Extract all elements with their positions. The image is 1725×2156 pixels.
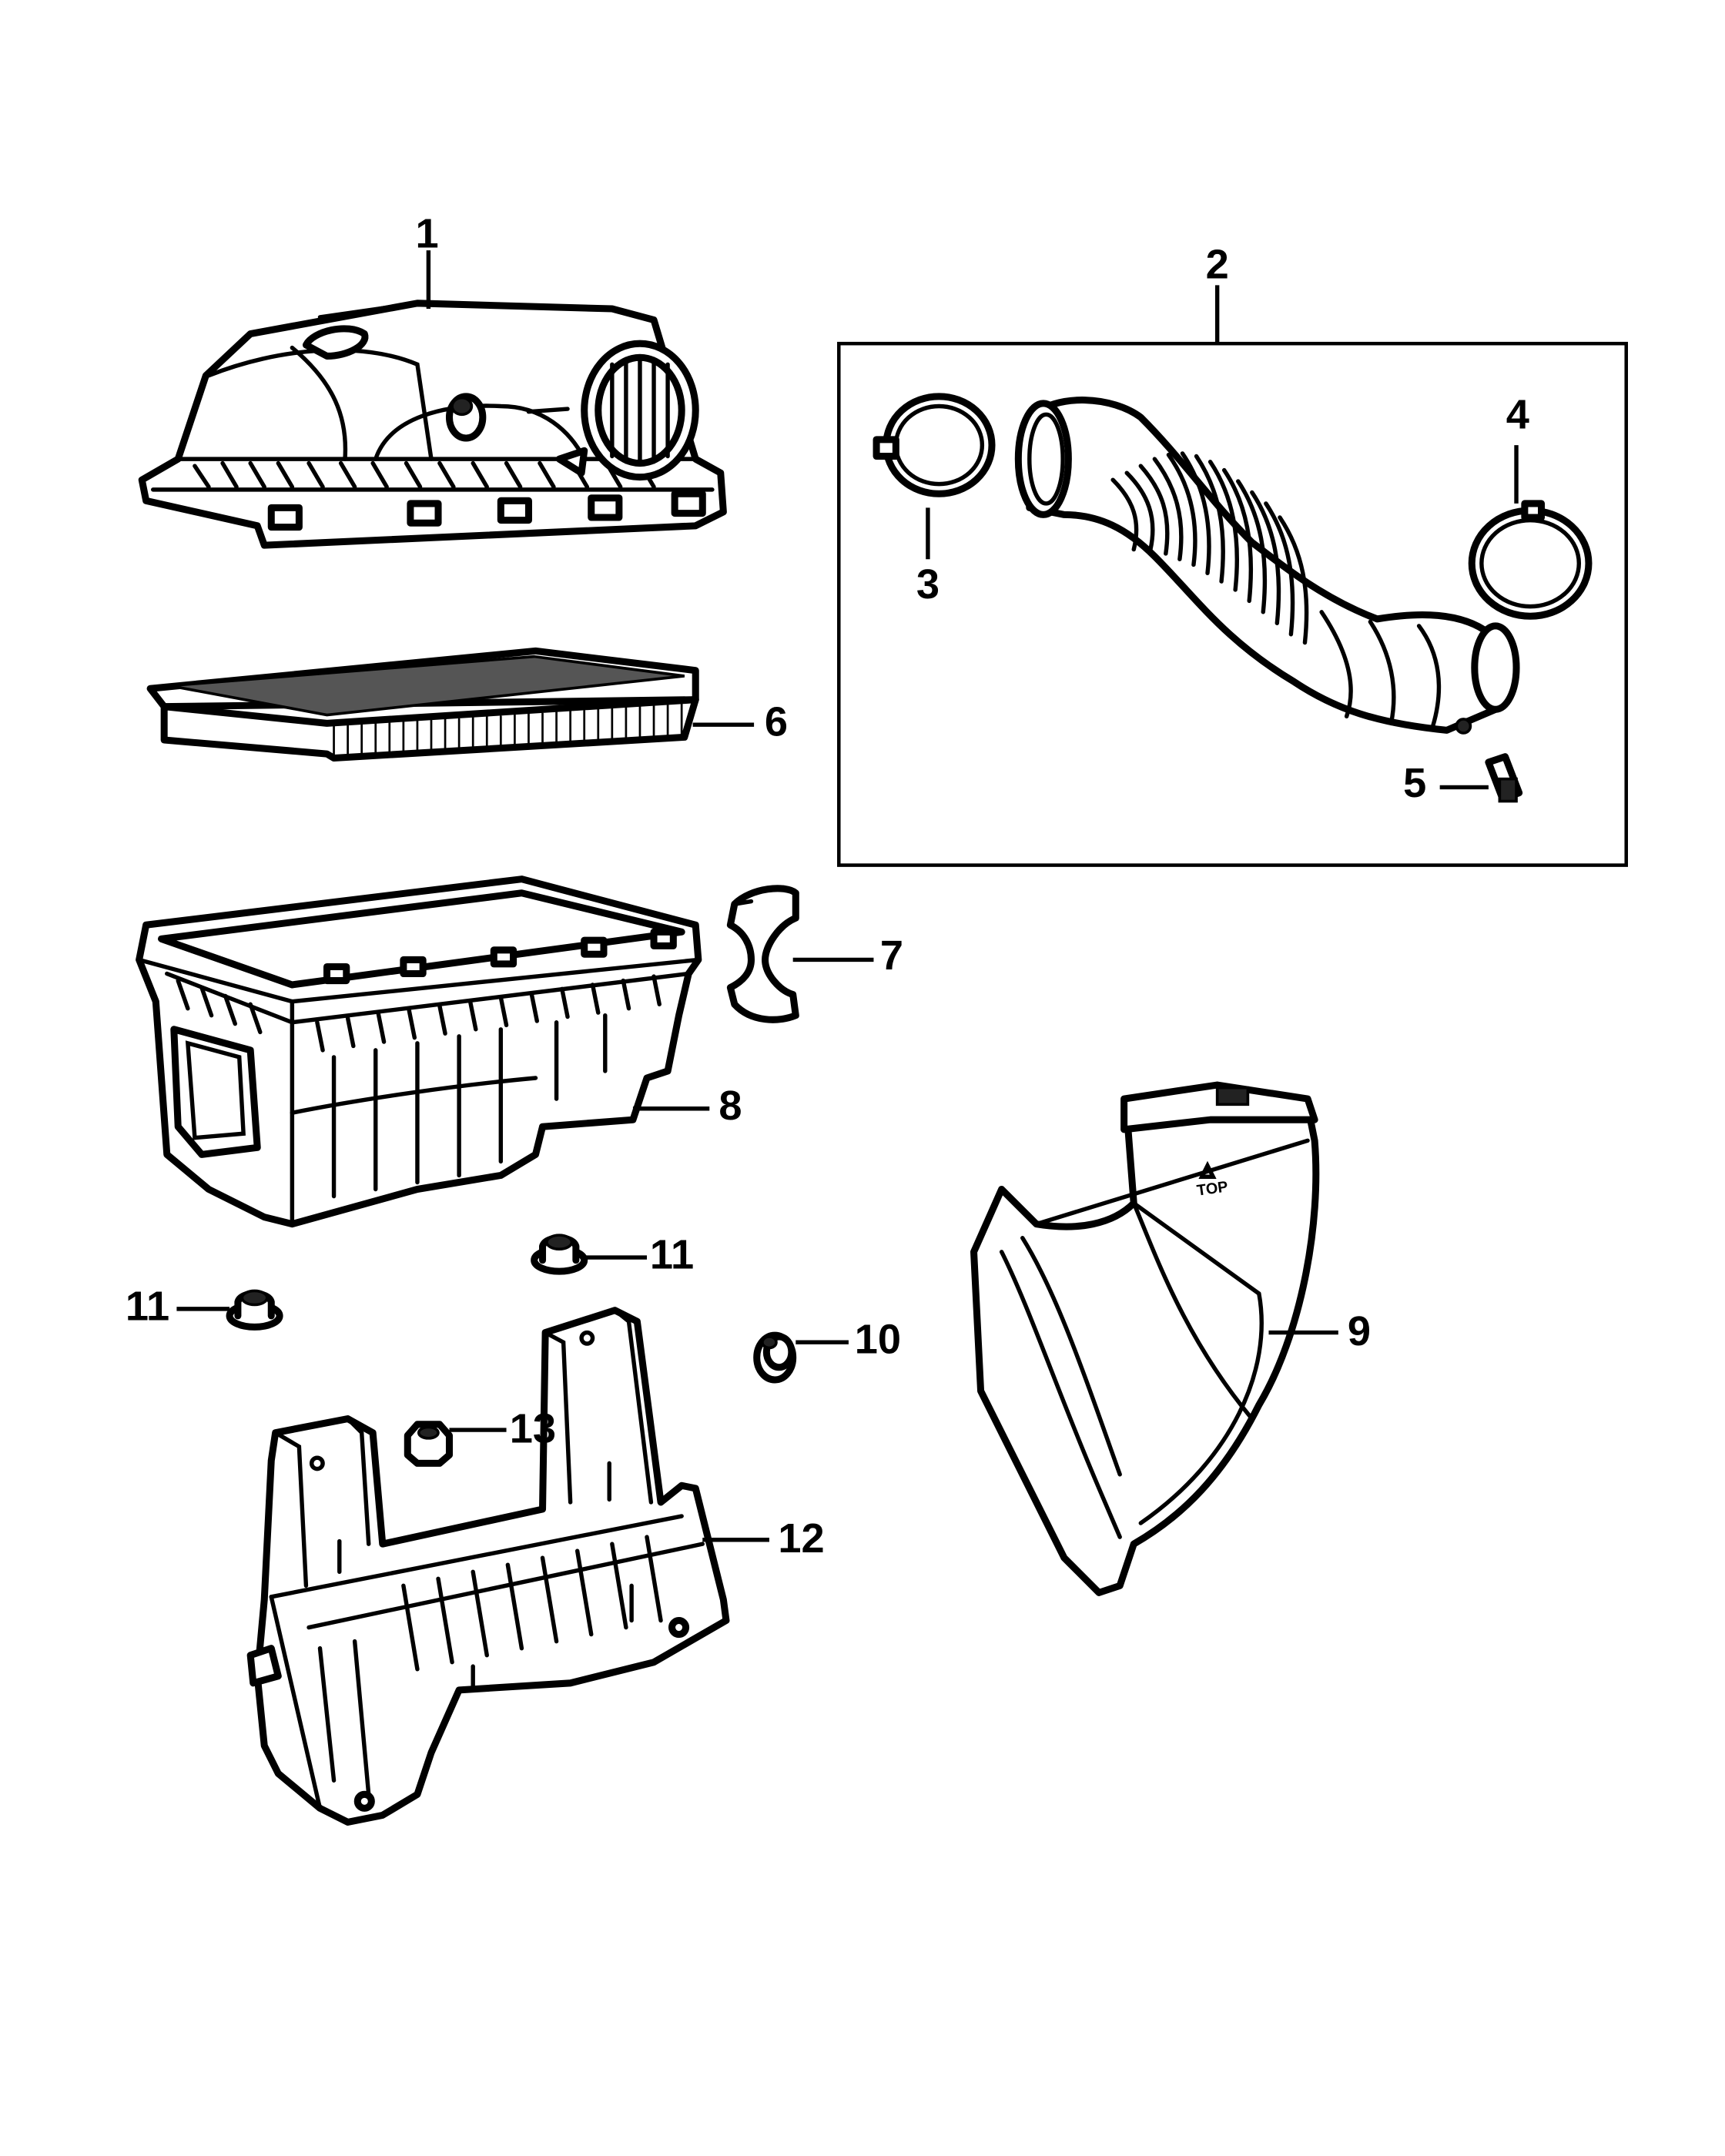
grommet-upper <box>531 1234 588 1275</box>
retainer-clip <box>753 1331 797 1384</box>
callout-7: 7 <box>880 932 903 979</box>
callout-5: 5 <box>1403 760 1426 806</box>
hose-clamp-left <box>873 393 996 497</box>
callout-4: 4 <box>1506 391 1529 437</box>
hose-kit-box <box>837 341 1628 867</box>
air-inlet-hose <box>1014 397 1520 735</box>
callout-11-upper: 11 <box>650 1231 694 1277</box>
support-bracket <box>246 1307 730 1826</box>
callout-10: 10 <box>855 1317 901 1363</box>
air-cleaner-housing <box>136 875 702 1228</box>
air-inlet-duct <box>970 1081 1320 1596</box>
hose-clamp-right <box>1468 500 1593 620</box>
grommet-left <box>226 1289 283 1331</box>
air-cleaner-cover <box>138 300 727 549</box>
callout-12: 12 <box>778 1515 824 1562</box>
callout-9: 9 <box>1348 1308 1371 1354</box>
air-filter-element <box>146 647 699 762</box>
callout-11-left: 11 <box>126 1283 169 1329</box>
callout-3: 3 <box>916 561 940 608</box>
insulator-clip <box>726 885 799 1023</box>
callout-1: 1 <box>416 211 439 257</box>
callout-13: 13 <box>510 1405 556 1451</box>
hex-nut <box>404 1421 453 1467</box>
callout-8: 8 <box>718 1083 742 1129</box>
callout-2: 2 <box>1206 241 1229 287</box>
callout-6: 6 <box>765 699 788 745</box>
temperature-sensor <box>1485 753 1523 803</box>
